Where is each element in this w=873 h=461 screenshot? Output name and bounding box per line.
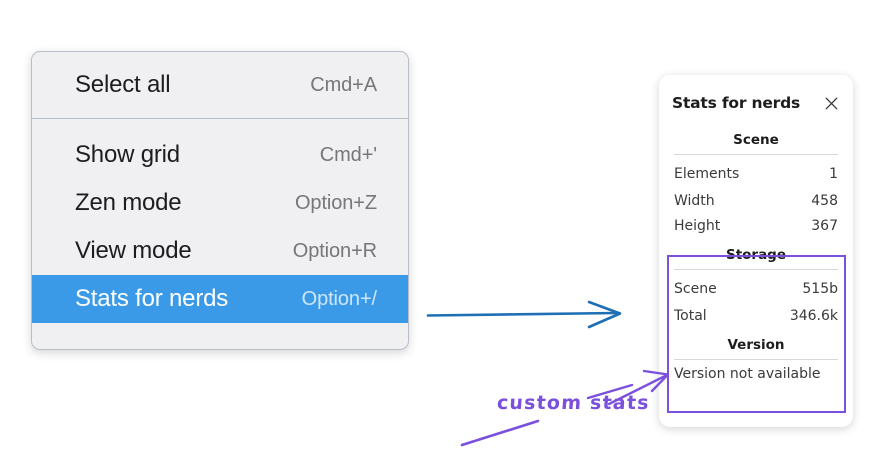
menu-item-label: Show grid [75, 141, 180, 168]
menu-item-stats-for-nerds[interactable]: Stats for nerds Option+/ [32, 275, 408, 323]
menu-item-shortcut: Option+R [292, 239, 377, 262]
section-divider [674, 154, 838, 155]
section-heading-storage: Storage [725, 247, 787, 263]
stat-key: Total [674, 307, 707, 324]
menu-item-shortcut: Option+/ [301, 287, 377, 310]
stats-panel[interactable]: Stats for nerds Scene Elements 1 Width 4… [659, 75, 853, 427]
stat-key: Scene [674, 280, 717, 297]
section-heading-version: Version [727, 337, 785, 353]
menu-item-show-grid[interactable]: Show grid Cmd+' [32, 131, 408, 179]
menu-item-label: View mode [75, 237, 192, 264]
stat-value: 367 [811, 217, 838, 234]
stat-value: 346.6k [789, 307, 838, 324]
section-divider [674, 269, 838, 270]
section-divider [674, 359, 838, 360]
close-icon[interactable] [823, 95, 840, 112]
blue-arrow-annotation [426, 300, 622, 329]
stat-row-elements: Elements 1 [672, 155, 840, 188]
version-note: Version not available [674, 366, 821, 382]
menu-item-select-all[interactable]: Select all Cmd+A [32, 61, 408, 109]
stat-key: Height [674, 217, 721, 234]
menu-item-shortcut: Option+Z [294, 191, 377, 214]
menu-item-label: Select all [75, 71, 171, 98]
stat-row-storage-scene: Scene 515b [672, 270, 840, 303]
stat-value: 458 [811, 192, 838, 209]
purple-underline-annotation [460, 419, 540, 447]
stats-panel-header: Stats for nerds [672, 75, 840, 123]
menu-bottom-padding [32, 323, 408, 342]
menu-item-label: Stats for nerds [75, 285, 229, 312]
stat-value: 1 [829, 165, 838, 182]
section-heading-scene: Scene [733, 132, 779, 148]
custom-stats-annotation-label: custom stats [496, 392, 651, 414]
stats-panel-body: Stats for nerds Scene Elements 1 Width 4… [659, 75, 853, 382]
menu-item-view-mode[interactable]: View mode Option+R [32, 227, 408, 275]
stat-row-width: Width 458 [672, 188, 840, 213]
menu-item-shortcut: Cmd+' [319, 143, 377, 166]
menu-item-zen-mode[interactable]: Zen mode Option+Z [32, 179, 408, 227]
stat-row-storage-total: Total 346.6k [672, 303, 840, 328]
menu-item-label: Zen mode [75, 189, 182, 216]
context-menu[interactable]: Select all Cmd+A Show grid Cmd+' Zen mod… [31, 51, 409, 350]
menu-group-2: Show grid Cmd+' Zen mode Option+Z View m… [32, 119, 408, 323]
menu-group-1: Select all Cmd+A [32, 52, 408, 118]
stats-panel-title: Stats for nerds [672, 94, 801, 112]
menu-item-shortcut: Cmd+A [310, 73, 377, 96]
stat-row-height: Height 367 [672, 213, 840, 238]
stat-value: 515b [802, 280, 838, 297]
stat-key: Width [674, 192, 715, 209]
stat-key: Elements [674, 165, 740, 182]
menu-separator [32, 118, 408, 119]
